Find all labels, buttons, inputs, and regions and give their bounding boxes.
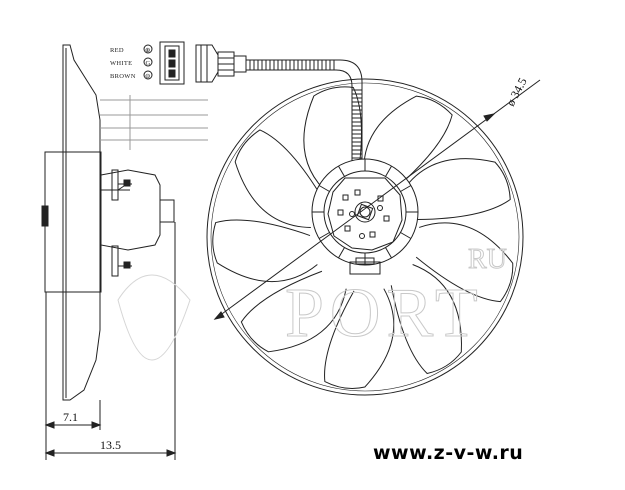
side-motor: [100, 169, 161, 251]
fan-blade: [399, 158, 511, 221]
wire-symbol-plus: ⊕: [145, 47, 151, 54]
fan-blade: [240, 270, 347, 353]
hub-rib: [338, 165, 345, 177]
hub-rib: [318, 232, 330, 239]
fan-blade: [303, 86, 362, 196]
hub-rib: [400, 185, 412, 192]
wire-color-white: WHITE: [110, 60, 132, 67]
wire-symbol-minus: ⊖: [145, 73, 151, 80]
fan-blade: [324, 288, 395, 389]
fan-blade: [234, 129, 325, 228]
side-shroud: [62, 44, 101, 401]
hub-rib: [400, 232, 412, 239]
side-view: [41, 44, 208, 401]
depth-b-label: 13.5: [100, 438, 121, 452]
hub-rib: [318, 185, 330, 192]
hub-rib: [338, 247, 345, 259]
motor-face: [327, 177, 403, 251]
website-url[interactable]: www.z-v-w.ru: [373, 442, 524, 464]
side-hub-plate: [44, 151, 102, 293]
depth-a-label: 7.1: [63, 410, 78, 424]
fan-blade: [390, 264, 462, 375]
hub-rib: [385, 247, 392, 259]
fan-blade: [212, 219, 318, 282]
fan-front-view: [206, 78, 524, 396]
wire-color-red: RED: [110, 47, 124, 54]
wire-color-brown: BROWN: [110, 73, 136, 80]
fan-blade: [415, 222, 514, 303]
hub-rib: [385, 165, 392, 177]
depth-dimensions: [44, 222, 177, 460]
fan-outer-ring: [206, 78, 524, 396]
watermark-ru: RU: [468, 244, 507, 275]
watermark-port: PORT: [285, 275, 484, 352]
diameter-label: ø 34.5: [503, 75, 529, 108]
diameter-dimension: [213, 79, 541, 320]
fan-inner-ring: [210, 82, 520, 392]
connector-plug: [159, 41, 247, 85]
watermark: RU PORT: [117, 244, 507, 361]
fan-blades: [212, 86, 514, 389]
fan-blade: [363, 95, 453, 191]
wiring-legend: RED WHITE BROWN ⊕ G ⊖: [110, 44, 153, 80]
wire-symbol-ground: G: [146, 60, 151, 67]
